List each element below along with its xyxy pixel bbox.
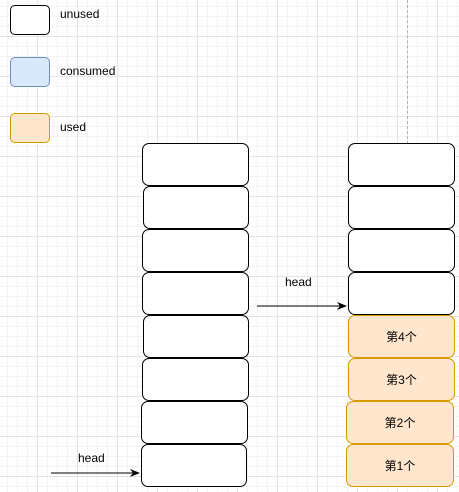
legend-swatch-unused: [10, 5, 50, 35]
cell-label: 第3个: [386, 373, 417, 387]
cell-label: 第2个: [384, 416, 416, 430]
right-queue-cell-1: [348, 143, 455, 186]
legend-label-consumed: consumed: [60, 64, 116, 78]
right-queue-cell-5: 第4个: [348, 315, 455, 358]
left-queue-cell-1: [142, 143, 249, 186]
legend-label-unused: unused: [60, 7, 100, 21]
legend-label-used: used: [60, 120, 87, 134]
right-queue-cell-7: 第2个: [346, 401, 454, 444]
left-queue-cell-6: [142, 358, 249, 401]
right-queue-cell-6: 第3个: [348, 358, 455, 401]
left-queue-cell-4: [142, 272, 249, 315]
left-queue-cell-5: [143, 315, 249, 358]
right-queue-cell-2: [348, 186, 455, 229]
cell-label: 第1个: [384, 459, 416, 473]
left-queue-cell-7: [141, 401, 248, 444]
left-queue-cell-2: [143, 186, 249, 229]
vertical-guide-line: [407, 0, 408, 250]
right-queue-cell-8: 第1个: [346, 444, 454, 487]
cell-label: 第4个: [386, 330, 417, 344]
legend-swatch-used: [10, 113, 50, 143]
legend-swatch-consumed: [10, 57, 50, 87]
right-queue-cell-4: [348, 272, 455, 315]
right-head-label: head: [285, 275, 312, 289]
left-queue-cell-8: [141, 444, 247, 487]
right-queue-cell-3: [348, 229, 455, 272]
left-queue-cell-3: [142, 229, 249, 272]
left-head-label: head: [78, 451, 105, 465]
